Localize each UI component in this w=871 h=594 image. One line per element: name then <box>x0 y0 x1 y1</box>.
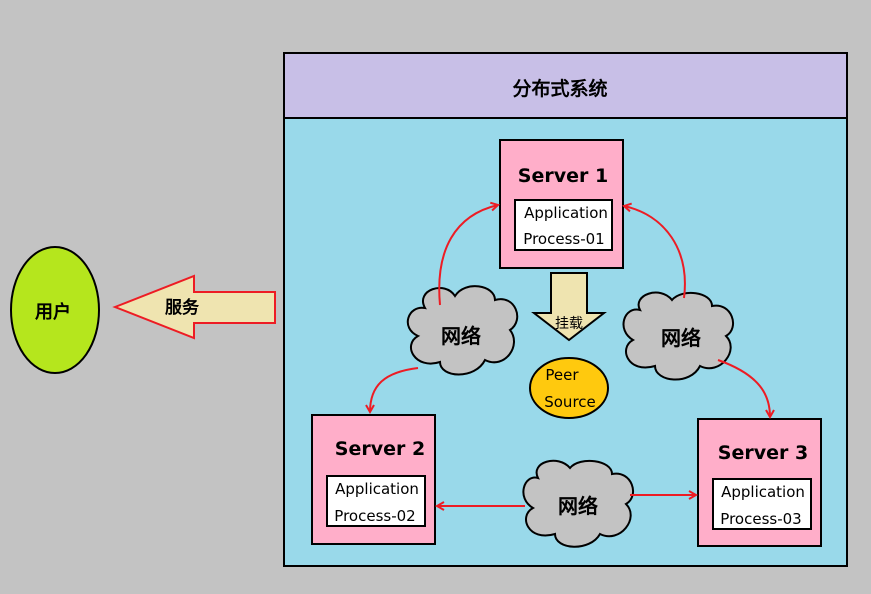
user-node: 用户 <box>10 246 100 374</box>
connector-right-cloud-to-server-1 <box>624 206 686 299</box>
server-1-app-line1: Application <box>524 204 608 222</box>
system-header <box>283 52 848 119</box>
connector-left-cloud-to-server-1 <box>438 205 498 306</box>
network-cloud-bottom-shape <box>522 459 634 548</box>
server-3: Server 3 Application Process-03 <box>697 418 822 547</box>
peer-source-line1: Peer <box>545 366 579 384</box>
service-arrow: 服务 <box>112 274 276 340</box>
network-cloud-bottom: 网络 <box>522 459 634 548</box>
peer-source-ellipse <box>529 357 609 419</box>
user-label: 用户 <box>35 301 71 323</box>
network-cloud-left: 网络 <box>406 285 519 376</box>
mount-arrow-label: 挂载 <box>555 316 583 332</box>
mount-arrow-shape <box>531 272 607 342</box>
system-title: 分布式系统 <box>512 77 607 100</box>
server-2-title: Server 2 <box>335 438 425 460</box>
server-3-title: Server 3 <box>718 442 808 464</box>
server-1-app-box <box>514 199 613 251</box>
connectors <box>370 205 770 506</box>
network-cloud-left-label: 网络 <box>441 324 481 348</box>
network-cloud-right: 网络 <box>622 291 734 381</box>
connector-right-cloud-to-server-3 <box>717 359 770 417</box>
server-3-app-box <box>712 478 812 530</box>
server-1: Server 1 Application Process-01 <box>499 139 624 269</box>
server-1-app-line2: Process-01 <box>523 230 604 248</box>
server-3-app-line1: Application <box>721 483 805 501</box>
server-3-app-line2: Process-03 <box>720 510 801 528</box>
network-cloud-right-label: 网络 <box>661 326 701 350</box>
peer-source: Peer Source <box>529 357 609 419</box>
service-arrow-label: 服务 <box>165 297 200 318</box>
server-2: Server 2 Application Process-02 <box>311 414 436 545</box>
server-2-app-box <box>326 475 426 527</box>
user-ellipse <box>10 246 100 374</box>
peer-source-line2: Source <box>544 393 596 411</box>
connector-left-cloud-to-server-2 <box>370 367 419 412</box>
server-1-title: Server 1 <box>518 165 608 187</box>
server-2-app-line1: Application <box>335 480 419 498</box>
network-cloud-left-shape <box>406 285 519 376</box>
service-arrow-shape <box>112 274 276 340</box>
mount-arrow: 挂载 <box>531 272 607 342</box>
server-2-app-line2: Process-02 <box>334 507 415 525</box>
network-cloud-bottom-label: 网络 <box>558 494 598 518</box>
